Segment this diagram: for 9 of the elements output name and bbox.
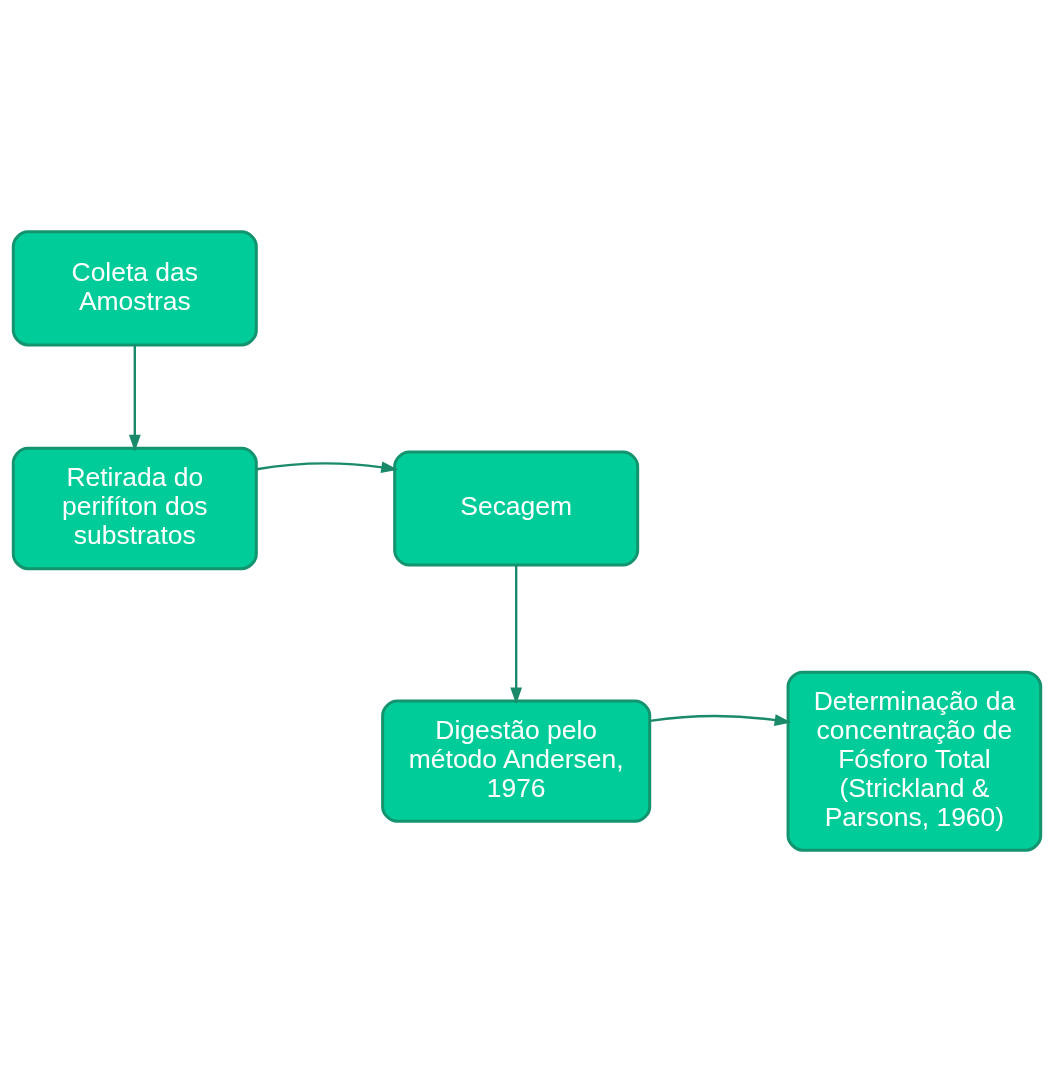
- arrow: [128, 344, 141, 452]
- node-box: Determinação da concentração de Fósforo Total (Strickland & Parsons, 1960): [786, 670, 1043, 852]
- node-box: Secagem: [393, 449, 640, 567]
- node-box: Digestão pelo método Andersen, 1976: [381, 699, 652, 823]
- arrow: [256, 460, 399, 473]
- arrow: [510, 564, 523, 704]
- node-box: Coleta das Amostras: [11, 229, 258, 346]
- arrow: [649, 713, 792, 726]
- node-box: Retirada do perifíton dos substratos: [11, 446, 258, 570]
